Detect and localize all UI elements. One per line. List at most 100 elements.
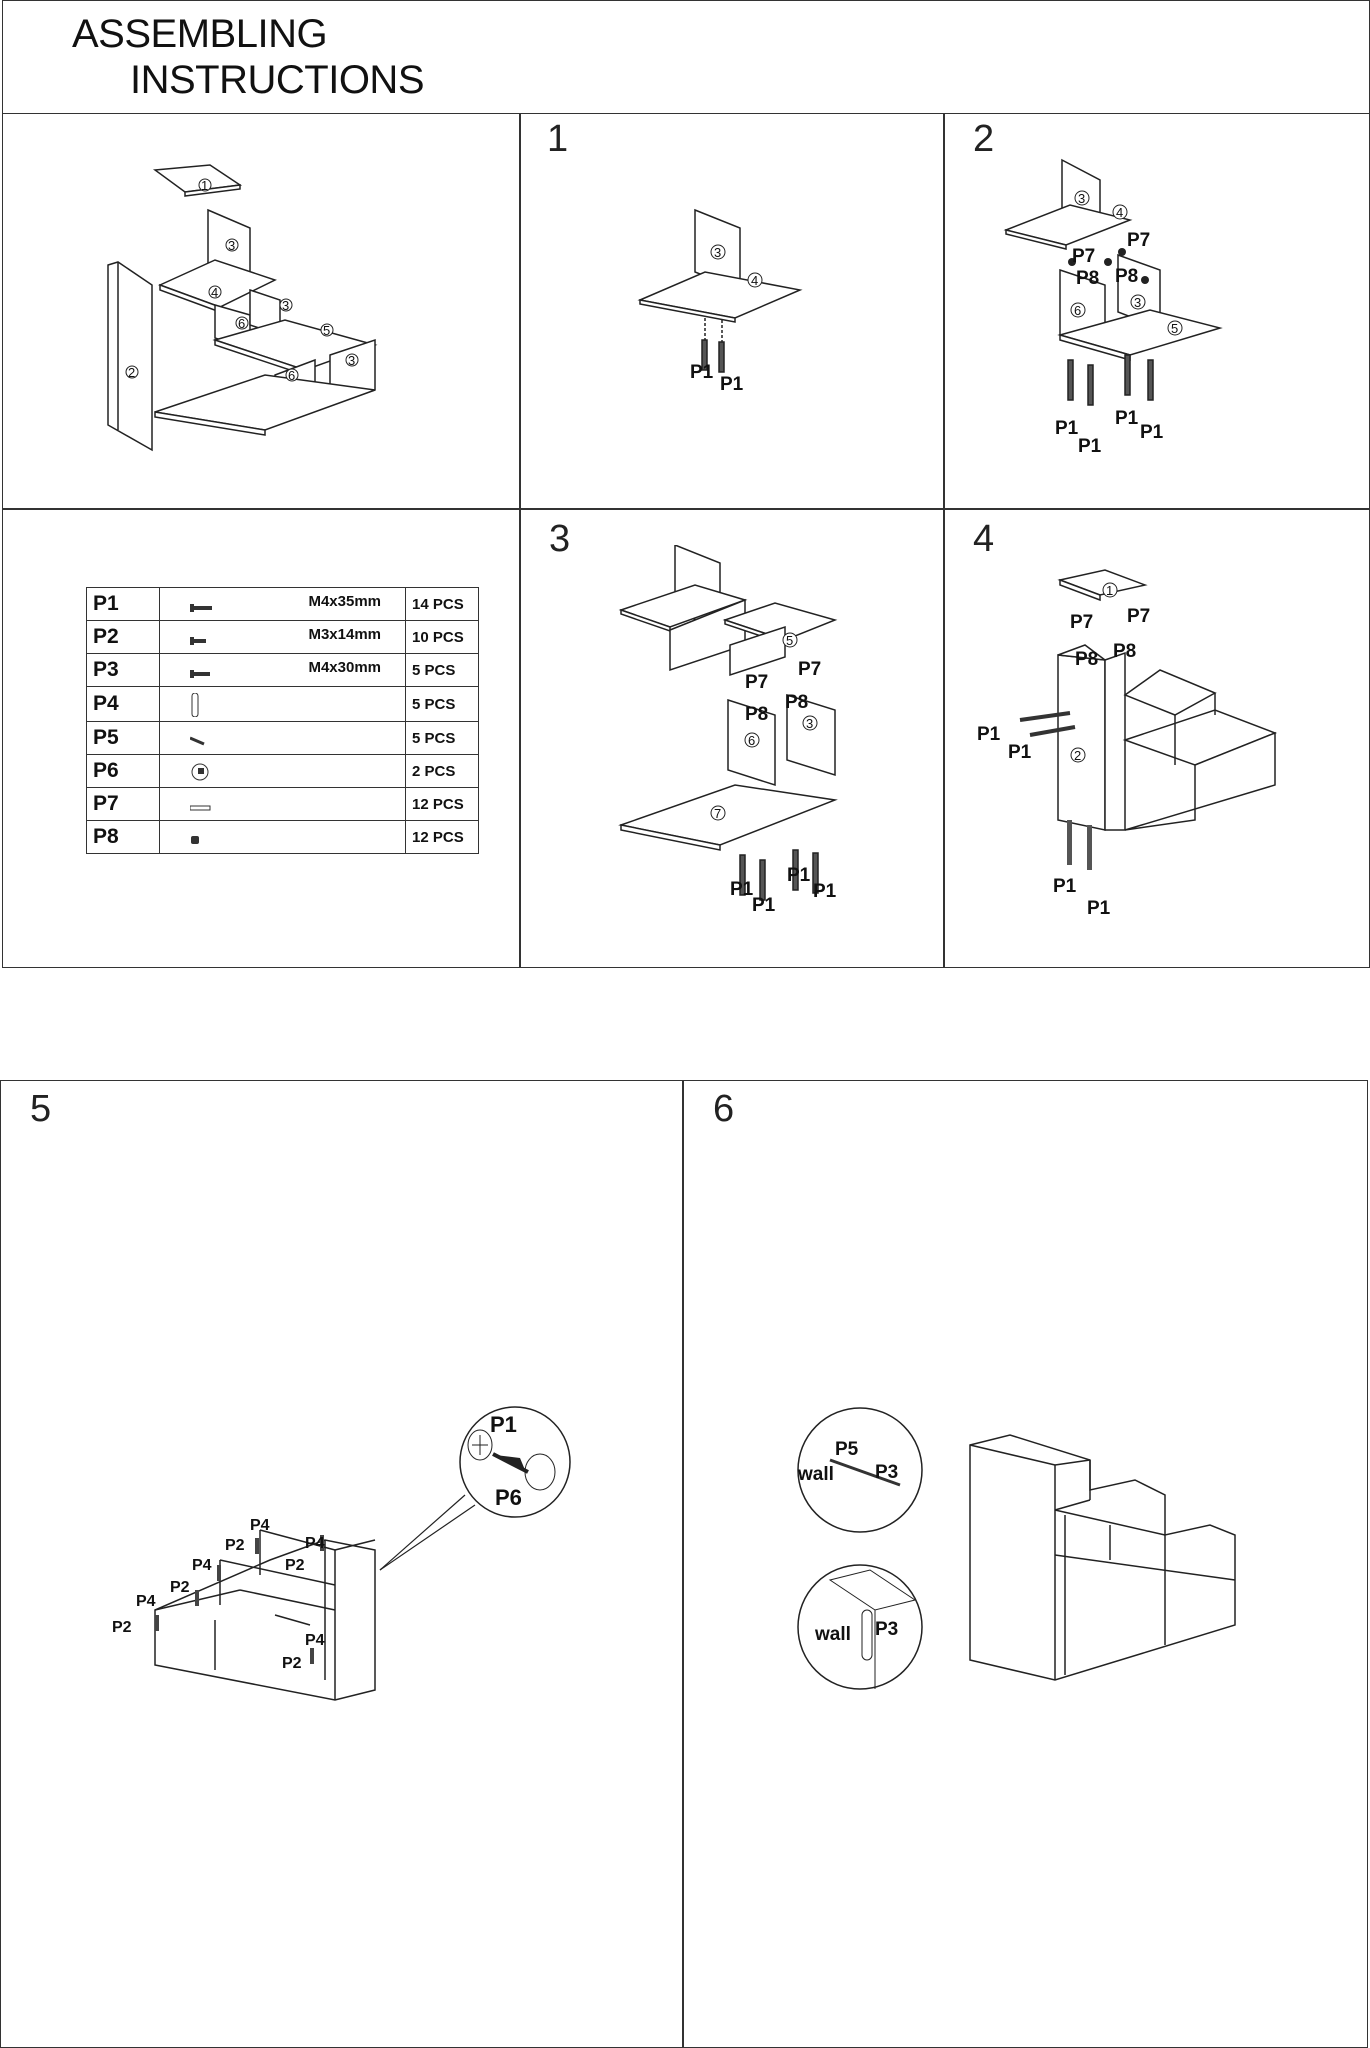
- step-number-6: 6: [713, 1088, 735, 1130]
- step5-label-p6: P6: [495, 1485, 522, 1510]
- screw-cap-icon: [190, 762, 210, 786]
- part-qty: 14 PCS: [405, 587, 479, 621]
- step5-label-p2c: P2: [170, 1579, 190, 1596]
- step2-part-4: 4: [1116, 205, 1123, 220]
- table-row: P3 M4x30mm 5 PCS: [86, 653, 479, 687]
- step5-label-p2a: P2: [225, 1537, 245, 1554]
- part-spec: M4x35mm: [308, 592, 381, 610]
- part-code: P2: [86, 620, 160, 654]
- long-screw-icon: [190, 599, 214, 616]
- step2-label-p1d: P1: [1140, 422, 1164, 443]
- table-row: P5 5 PCS: [86, 721, 479, 755]
- part-desc: [159, 787, 406, 821]
- part-number-3a: 3: [228, 238, 235, 253]
- screw-icon: [190, 665, 212, 682]
- table-row: P7 12 PCS: [86, 787, 479, 821]
- step2-part-3: 3: [1078, 191, 1085, 206]
- wall-plug-icon: [189, 733, 206, 750]
- step5-label-p4a: P4: [250, 1517, 270, 1534]
- part-spec: M4x30mm: [308, 658, 381, 676]
- step2-label-p8b: P8: [1115, 266, 1138, 287]
- part-qty: 5 PCS: [405, 686, 479, 722]
- step3-label-p1d: P1: [813, 881, 837, 902]
- step-5-diagram: P1 P6 P4 P4 P2 P2 P4 P2 P4 P2 P4 P2: [112, 1406, 571, 1701]
- step-2-diagram: 3 4 6 3 5 P7 P7 P8 P8 P1 P1 P1 P1: [1003, 158, 1223, 457]
- step6-label-p3a: P3: [875, 1462, 898, 1483]
- step1-part-4: 4: [751, 273, 758, 288]
- step5-label-p2b: P2: [285, 1557, 305, 1574]
- table-row: P1 M4x35mm 14 PCS: [86, 587, 479, 621]
- step1-label-p1b: P1: [720, 374, 744, 395]
- step2-label-p1b: P1: [1078, 436, 1102, 457]
- doc-title-line1: ASSEMBLING: [72, 12, 328, 56]
- step-3-diagram: 5 6 3 7 P7 P7 P8 P8 P1 P1 P1 P1: [618, 545, 838, 916]
- part-code: P8: [86, 820, 160, 854]
- part-qty: 5 PCS: [405, 721, 479, 755]
- table-row: P6 2 PCS: [86, 754, 479, 788]
- step1-part-3: 3: [714, 245, 721, 260]
- step4-label-p8a: P8: [1075, 649, 1098, 670]
- step-number-2: 2: [973, 118, 995, 160]
- step5-label-p4e: P4: [305, 1632, 325, 1649]
- step4-label-p1b: P1: [1008, 742, 1032, 763]
- step6-label-wall-a: wall: [797, 1464, 834, 1485]
- step2-label-p7a: P7: [1072, 246, 1095, 267]
- part-code: P1: [86, 587, 160, 621]
- table-row: P8 12 PCS: [86, 820, 479, 854]
- step2-part-5: 5: [1171, 321, 1178, 336]
- step4-label-p7a: P7: [1070, 612, 1093, 633]
- step1-label-p1a: P1: [690, 362, 714, 383]
- step-4-diagram: 1 2 P7 P7 P8 P8 P1 P1 P1 P1: [977, 569, 1278, 919]
- grid-row-divider: [2, 508, 1370, 510]
- step3-label-p1c: P1: [787, 865, 811, 886]
- step3-label-p7a: P7: [745, 672, 768, 693]
- doc-title-line2: INSTRUCTIONS: [130, 58, 425, 102]
- part-number-6a: 6: [238, 316, 245, 331]
- parts-table: P1 M4x35mm 14 PCS P2 M3x14mm 10 PCS P3 M…: [86, 587, 479, 854]
- step2-label-p1a: P1: [1055, 418, 1079, 439]
- step6-label-wall-b: wall: [814, 1624, 851, 1645]
- step-number-5: 5: [30, 1088, 52, 1130]
- step4-label-p1c: P1: [1053, 876, 1077, 897]
- step4-label-p1a: P1: [977, 724, 1001, 745]
- part-desc: M4x30mm: [159, 653, 406, 687]
- part-spec: M3x14mm: [308, 625, 381, 643]
- step3-label-p1a: P1: [730, 879, 754, 900]
- step6-label-p5: P5: [835, 1439, 859, 1460]
- step3-label-p8b: P8: [785, 692, 808, 713]
- step-number-1: 1: [547, 118, 569, 160]
- part-number-3b: 3: [348, 353, 355, 368]
- part-number-4: 4: [211, 285, 218, 300]
- part-qty: 5 PCS: [405, 653, 479, 687]
- step2-part-3b: 3: [1134, 295, 1141, 310]
- grid-col-divider-2: [943, 114, 945, 968]
- step3-part-7: 7: [714, 806, 721, 821]
- cam-lock-icon: [190, 832, 200, 849]
- part-desc: [159, 686, 406, 722]
- step4-part-1: 1: [1106, 583, 1113, 598]
- part-number-5: 5: [323, 323, 330, 338]
- bottom-col-divider: [682, 1080, 684, 2048]
- step-1-diagram: 3 4 P1 P1: [637, 208, 803, 395]
- part-code: P4: [86, 686, 160, 722]
- part-qty: 12 PCS: [405, 787, 479, 821]
- part-code: P3: [86, 653, 160, 687]
- exploded-view-diagram: 1 2 3 4 5 6 6 3 3: [107, 164, 378, 452]
- step3-label-p1b: P1: [752, 895, 776, 916]
- short-screw-icon: [190, 632, 208, 649]
- step-6-diagram: wall P5 P3 wall P3: [797, 1407, 1236, 1690]
- step3-part-5: 5: [786, 633, 793, 648]
- title-bar: [2, 0, 1370, 114]
- step5-label-p4c: P4: [192, 1557, 212, 1574]
- step2-label-p7b: P7: [1127, 230, 1150, 251]
- part-qty: 2 PCS: [405, 754, 479, 788]
- part-number-6b: 6: [288, 368, 295, 383]
- part-code: P5: [86, 721, 160, 755]
- table-row: P2 M3x14mm 10 PCS: [86, 620, 479, 654]
- bottom-sheet: [0, 1080, 1368, 2048]
- part-qty: 12 PCS: [405, 820, 479, 854]
- step3-part-6: 6: [748, 733, 755, 748]
- part-number-1: 1: [201, 178, 208, 193]
- step5-label-p1: P1: [490, 1412, 517, 1437]
- part-desc: M4x35mm: [159, 587, 406, 621]
